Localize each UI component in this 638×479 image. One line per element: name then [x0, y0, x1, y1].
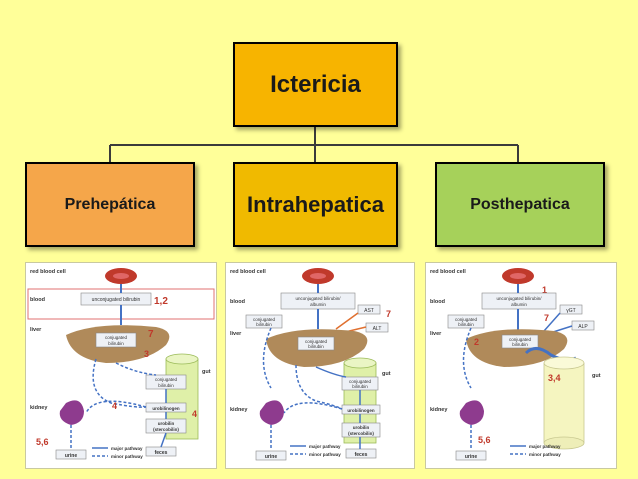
label-gut: gut — [202, 369, 211, 375]
label-kidney: kidney — [230, 407, 248, 413]
box-feces: feces — [355, 452, 368, 458]
marker-2: 2 — [474, 337, 479, 347]
legend-minor-pathway: minor pathway — [529, 452, 561, 457]
kidney-icon — [259, 400, 284, 425]
diagram-posthepatic: red blood cell 1 blood unconjugated bili… — [425, 262, 617, 469]
label-liver: liver — [230, 331, 242, 337]
label-gut: gut — [592, 373, 601, 379]
kidney-icon — [459, 400, 484, 425]
box-ast: AST — [364, 308, 374, 314]
gut-icon — [543, 362, 585, 444]
legend-major-pathway: major pathway — [111, 446, 143, 451]
text-bilirubin-a: bilirubin — [256, 322, 272, 327]
text-conjugated-b: conjugated — [305, 339, 328, 344]
text-conjugated-a: conjugated — [253, 317, 276, 322]
label-kidney: kidney — [430, 407, 448, 413]
box-unconjugated: unconjugated bilirubin — [92, 297, 141, 303]
legend-minor-pathway: minor pathway — [309, 452, 341, 457]
box-feces: feces — [155, 450, 168, 456]
node-posthepatica: Posthepatica — [435, 162, 605, 247]
marker-7: 7 — [148, 329, 154, 340]
text-urobilin: urobilin — [158, 421, 175, 426]
marker-1: 1 — [542, 285, 547, 295]
node-prehepatica: Prehepática — [25, 162, 195, 247]
root-node-ictericia: Ictericia — [233, 42, 398, 127]
text-bilirubin-c: bilirubin — [352, 384, 368, 389]
label-blood: blood — [230, 299, 245, 305]
legend-major-pathway: major pathway — [309, 444, 341, 449]
text-albumin: albumin — [511, 302, 527, 307]
marker-4a: 4 — [112, 401, 117, 411]
marker-5-6: 5,6 — [478, 435, 491, 445]
legend-major-pathway: major pathway — [529, 444, 561, 449]
box-urobilinogen: urobilinogen — [152, 406, 179, 411]
marker-3-4: 3,4 — [548, 373, 561, 383]
text-albumin: albumin — [310, 302, 326, 307]
node-intrahepatica: Intrahepatica — [233, 162, 398, 247]
label-red-blood-cell: red blood cell — [30, 269, 66, 275]
text-stercobilin: (stercobilin) — [348, 431, 374, 436]
label-blood: blood — [30, 297, 45, 303]
text-conjugated-b: conjugated — [509, 337, 532, 342]
label-gut: gut — [382, 371, 391, 377]
box-urine: urine — [265, 454, 277, 460]
marker-5-6: 5,6 — [36, 437, 49, 447]
text-conjugated: conjugated — [105, 335, 128, 340]
text-bilirubin: bilirubin — [108, 341, 124, 346]
box-urine: urine — [65, 453, 77, 459]
label-red-blood-cell: red blood cell — [430, 269, 466, 275]
marker-7: 7 — [386, 309, 391, 319]
label-kidney: kidney — [30, 405, 48, 411]
box-urobilinogen: urobilinogen — [347, 408, 374, 413]
label-red-blood-cell: red blood cell — [230, 269, 266, 275]
text-unconjugated: unconjugated bilirubin/ — [496, 296, 542, 301]
text-urobilin: urobilin — [353, 425, 370, 430]
diagram-prehepatic: red blood cell blood unconjugated biliru… — [25, 262, 217, 469]
marker-3: 3 — [144, 349, 149, 359]
text-bilirubin-a: bilirubin — [458, 322, 474, 327]
text-gut-bilirubin: bilirubin — [158, 383, 174, 388]
marker-4b: 4 — [192, 409, 197, 419]
kidney-icon — [59, 400, 84, 425]
label-liver: liver — [30, 327, 42, 333]
text-gut-conjugated: conjugated — [155, 377, 178, 382]
text-unconjugated: unconjugated bilirubin/ — [295, 296, 341, 301]
box-alp: ALP — [578, 324, 588, 330]
box-alt: ALT — [373, 326, 382, 332]
label-liver: liver — [430, 331, 442, 337]
text-conjugated-a: conjugated — [455, 317, 478, 322]
marker-1-2: 1,2 — [154, 296, 168, 307]
box-urine: urine — [465, 454, 477, 460]
marker-7: 7 — [544, 313, 549, 323]
diagram-intrahepatic: red blood cell blood unconjugated biliru… — [225, 262, 415, 469]
box-ggt: γGT — [566, 308, 575, 314]
label-blood: blood — [430, 299, 445, 305]
text-bilirubin-b: bilirubin — [308, 344, 324, 349]
text-conjugated-c: conjugated — [349, 379, 372, 384]
text-stercobilin: (stercobilin) — [153, 427, 179, 432]
text-bilirubin-b: bilirubin — [512, 342, 528, 347]
legend-minor-pathway: minor pathway — [111, 454, 143, 459]
